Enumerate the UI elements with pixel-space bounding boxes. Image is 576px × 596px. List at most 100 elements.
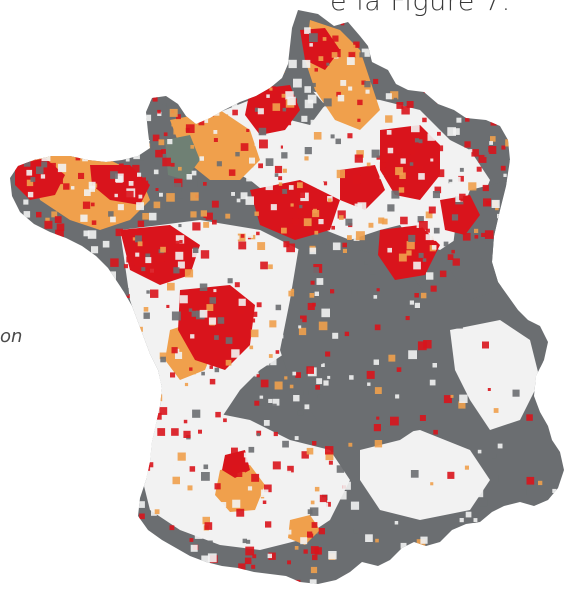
map-speckle <box>459 518 464 523</box>
map-speckle <box>432 363 437 368</box>
map-speckle <box>143 386 149 392</box>
map-speckle <box>123 452 130 460</box>
map-speckle <box>254 107 259 112</box>
map-speckle <box>147 385 152 390</box>
map-speckle <box>164 371 170 377</box>
map-speckle <box>429 379 436 386</box>
map-speckle <box>517 132 522 137</box>
map-speckle <box>121 462 125 466</box>
map-speckle <box>433 429 438 435</box>
map-speckle <box>279 334 284 339</box>
map-speckle <box>212 85 222 95</box>
map-speckle <box>520 43 527 51</box>
map-speckle <box>425 234 432 241</box>
map-speckle <box>394 521 399 525</box>
map-speckle <box>73 479 80 486</box>
map-speckle <box>83 83 92 92</box>
map-speckle <box>253 435 258 441</box>
map-speckle <box>237 307 245 314</box>
map-speckle <box>132 534 136 538</box>
map-speckle <box>125 294 130 298</box>
map-speckle <box>171 121 177 127</box>
map-speckle <box>348 442 353 447</box>
map-speckle <box>116 250 120 254</box>
map-speckle <box>259 395 264 400</box>
map-speckle <box>310 119 315 125</box>
map-speckle <box>176 569 184 577</box>
map-speckle <box>355 231 365 241</box>
map-speckle <box>149 84 157 92</box>
map-speckle <box>535 211 543 219</box>
map-speckle <box>359 52 365 58</box>
map-speckle <box>66 390 71 395</box>
map-speckle <box>225 337 233 344</box>
map-speckle <box>306 366 314 374</box>
map-speckle <box>511 110 516 114</box>
map-speckle <box>231 465 240 473</box>
map-speckle <box>44 220 53 229</box>
map-speckle <box>172 584 175 587</box>
map-speckle <box>407 18 413 24</box>
map-speckle <box>498 253 506 261</box>
map-speckle <box>145 253 151 259</box>
map-speckle <box>74 39 82 47</box>
map-speckle <box>51 563 57 569</box>
map-speckle <box>256 76 260 81</box>
map-speckle <box>105 460 110 466</box>
map-speckle <box>414 302 420 308</box>
map-speckle <box>318 219 324 225</box>
map-speckle <box>264 39 269 44</box>
map-speckle <box>388 176 393 181</box>
map-speckle <box>490 341 498 348</box>
map-speckle <box>273 143 281 152</box>
map-speckle <box>138 501 145 508</box>
map-speckle <box>376 288 380 292</box>
map-speckle <box>423 69 431 77</box>
map-speckle <box>522 431 529 439</box>
map-speckle <box>380 155 388 163</box>
map-speckle <box>173 240 180 247</box>
map-speckle <box>338 491 347 500</box>
map-speckle <box>552 488 557 493</box>
map-speckle <box>150 289 159 298</box>
map-speckle <box>414 138 420 143</box>
map-speckle <box>285 375 290 380</box>
map-speckle <box>272 482 280 489</box>
map-speckle <box>25 419 29 423</box>
map-speckle <box>540 149 547 156</box>
map-speckle <box>268 552 276 560</box>
map-speckle <box>28 381 32 386</box>
map-speckle <box>98 527 105 534</box>
map-speckle <box>488 146 497 154</box>
map-speckle <box>93 303 99 308</box>
map-speckle <box>30 177 36 182</box>
map-speckle <box>137 432 144 439</box>
map-speckle <box>290 288 295 293</box>
map-speckle <box>113 564 118 569</box>
map-speckle <box>471 149 479 157</box>
map-speckle <box>136 202 144 211</box>
map-speckle <box>48 91 56 99</box>
map-speckle <box>77 136 85 144</box>
map-speckle <box>245 455 252 463</box>
map-speckle <box>304 147 312 155</box>
map-speckle <box>445 29 452 35</box>
map-speckle <box>76 582 83 584</box>
map-speckle <box>102 240 110 248</box>
map-speckle <box>238 88 243 93</box>
map-speckle <box>267 281 272 286</box>
map-speckle <box>523 192 528 197</box>
map-speckle <box>242 538 247 544</box>
map-speckle <box>69 567 78 576</box>
map-speckle <box>447 471 455 479</box>
map-speckle <box>35 546 39 550</box>
map-speckle <box>22 522 30 531</box>
map-speckle <box>64 400 72 407</box>
map-speckle <box>56 456 63 462</box>
map-speckle <box>91 581 100 584</box>
map-speckle <box>293 78 302 88</box>
map-speckle <box>114 193 118 198</box>
map-speckle <box>485 200 491 206</box>
map-speckle <box>170 372 176 378</box>
map-speckle <box>464 368 473 378</box>
